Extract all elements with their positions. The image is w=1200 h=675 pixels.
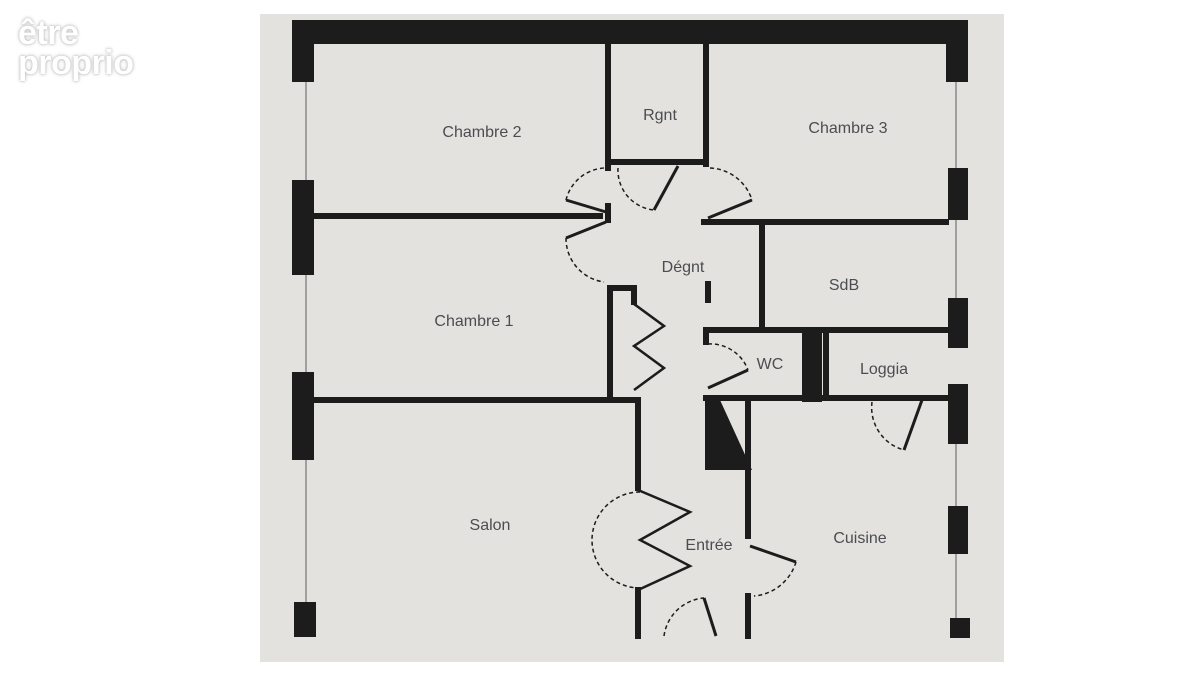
label-chambre-3: Chambre 3 bbox=[808, 120, 887, 137]
door-swing-wc bbox=[707, 343, 749, 371]
door-swing-cuisine bbox=[753, 561, 797, 597]
exterior-walls bbox=[292, 20, 970, 638]
door-chambre2 bbox=[565, 198, 607, 214]
wall-left-1 bbox=[292, 20, 314, 82]
wall-right-3 bbox=[948, 298, 968, 348]
wc-wall-block bbox=[802, 332, 822, 402]
label-rgnt: Rgnt bbox=[643, 107, 677, 124]
door-rgnt bbox=[652, 165, 680, 211]
logo-line-2: proprio bbox=[18, 44, 134, 82]
label-loggia: Loggia bbox=[860, 361, 908, 378]
label-chambre-1: Chambre 1 bbox=[434, 313, 513, 330]
door-swing-loggia bbox=[870, 401, 905, 451]
door-chambre1 bbox=[565, 220, 607, 240]
etre-proprio-logo: être proprio bbox=[18, 14, 134, 82]
door-entree bbox=[702, 597, 718, 637]
label-degnt: Dégnt bbox=[662, 259, 705, 276]
wall-right-4 bbox=[948, 384, 968, 444]
door-wc bbox=[707, 368, 749, 390]
wall-right-6 bbox=[950, 618, 970, 638]
door-swing-entree bbox=[663, 597, 705, 637]
entry-wall-block bbox=[705, 400, 752, 470]
interior-walls bbox=[311, 41, 949, 639]
label-cuisine: Cuisine bbox=[833, 530, 886, 547]
door-cuisine bbox=[749, 544, 797, 564]
door-swing-chambre1 bbox=[565, 237, 605, 283]
wall-left-3 bbox=[292, 372, 314, 460]
room-labels: Chambre 2 Rgnt Chambre 3 Dégnt SdB Chamb… bbox=[434, 107, 908, 554]
logo-line-1: être bbox=[18, 14, 79, 52]
door-salon bbox=[637, 488, 693, 592]
label-entree: Entrée bbox=[685, 537, 732, 554]
wall-right-2 bbox=[948, 168, 968, 220]
door-swing-rgnt bbox=[617, 167, 655, 211]
label-sdb: SdB bbox=[829, 277, 859, 294]
wall-left-4 bbox=[294, 602, 316, 637]
door-swing-chambre2 bbox=[565, 167, 605, 201]
label-chambre-2: Chambre 2 bbox=[442, 124, 521, 141]
door-loggia bbox=[902, 399, 924, 451]
door-swing-salon bbox=[591, 491, 641, 589]
wall-left-2 bbox=[292, 180, 314, 275]
door-closet bbox=[631, 302, 667, 392]
windows bbox=[305, 82, 957, 618]
doors bbox=[565, 165, 924, 637]
label-wc: WC bbox=[757, 356, 784, 373]
door-chambre3 bbox=[707, 198, 753, 220]
label-salon: Salon bbox=[470, 517, 511, 534]
door-swing-chambre3 bbox=[709, 167, 753, 201]
floor-plan-photo bbox=[260, 14, 1004, 662]
wall-right-5 bbox=[948, 506, 968, 554]
wall-top bbox=[292, 20, 968, 44]
wall-right-1 bbox=[946, 20, 968, 82]
